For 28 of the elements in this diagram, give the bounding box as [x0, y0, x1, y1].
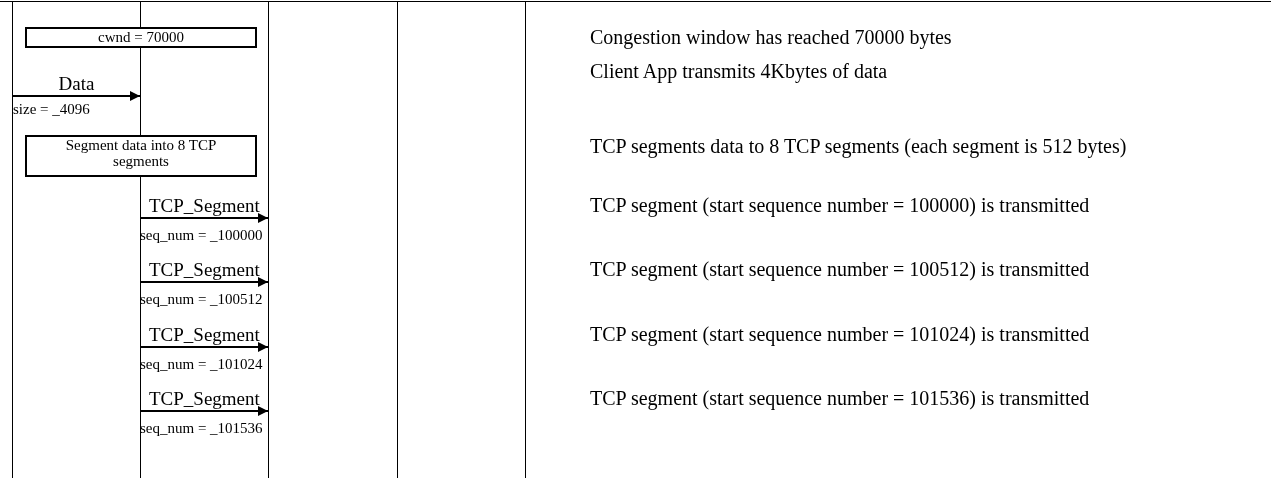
message-arrow	[140, 213, 269, 223]
lifeline	[525, 2, 526, 478]
comment-text: TCP segment (start sequence number = 101024) is transmitted	[590, 323, 1091, 345]
message-arrow	[140, 406, 269, 416]
parameter-label: seq_num = _101024	[140, 356, 263, 373]
comment-text: Congestion window has reached 70000 bytes	[590, 26, 953, 48]
comment-text: Client App transmits 4Kbytes of data	[590, 60, 889, 82]
parameter-label: size = _4096	[13, 101, 90, 118]
comment-text: TCP segments data to 8 TCP segments (each segment is 512 bytes)	[590, 135, 1128, 157]
comment-text: TCP segment (start sequence number = 100000) is transmitted	[590, 194, 1091, 216]
parameter-label: seq_num = _101536	[140, 420, 263, 437]
message-arrow	[12, 91, 141, 101]
message-arrow	[140, 342, 269, 352]
parameter-label: seq_num = _100512	[140, 291, 263, 308]
message-arrow	[140, 277, 269, 287]
edge-label: TCP_Segment	[149, 325, 260, 345]
action-box: Segment data into 8 TCP segments	[25, 135, 257, 177]
lifeline	[397, 2, 398, 478]
parameter-label: seq_num = _100000	[140, 227, 263, 244]
comment-text: TCP segment (start sequence number = 100512) is transmitted	[590, 258, 1091, 280]
action-box: cwnd = 70000	[25, 27, 257, 48]
edge-label: TCP_Segment	[149, 196, 260, 216]
lifeline	[12, 2, 13, 478]
edge-label: TCP_Segment	[149, 260, 260, 280]
comment-text: TCP segment (start sequence number = 101536) is transmitted	[590, 387, 1091, 409]
edge-label: Data	[58, 74, 95, 94]
edge-label: TCP_Segment	[149, 389, 260, 409]
lifeline	[268, 2, 269, 478]
